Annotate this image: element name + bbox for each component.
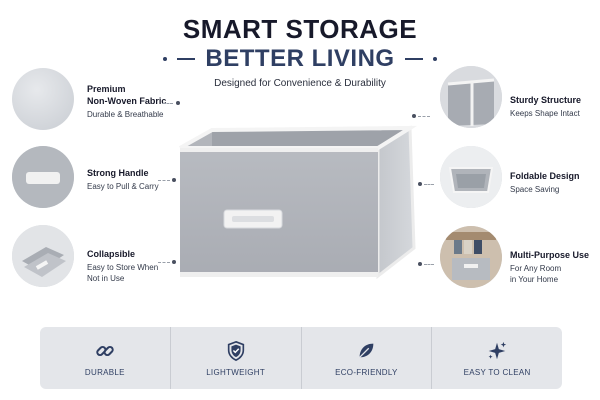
shelf-scene-icon — [440, 226, 502, 288]
fabric-texture-image — [12, 68, 74, 130]
benefit-label: LIGHTWEIGHT — [206, 367, 266, 377]
benefit-label: EASY TO CLEAN — [463, 367, 531, 377]
bin-corner-icon — [440, 66, 502, 128]
subheadline-row: BETTER LIVING — [0, 45, 600, 73]
decor-dash — [177, 58, 196, 60]
feature-title: Non-Woven Fabric — [87, 96, 167, 106]
feature-title: Strong Handle — [87, 168, 149, 178]
handle-closeup-image — [12, 146, 74, 208]
folded-bin-image — [12, 225, 74, 287]
benefit-label: DURABLE — [84, 367, 125, 377]
feature-desc: in Your Home — [510, 275, 559, 284]
decor-dash — [404, 58, 423, 60]
feature-title: Multi-Purpose Use — [510, 250, 590, 260]
feature-title: Foldable Design — [510, 171, 580, 181]
benefit-eco: ECO-FRIENDLY — [302, 327, 433, 389]
connector-dot — [172, 260, 176, 264]
connector-dot — [176, 101, 180, 105]
feature-desc: For Any Room — [510, 264, 562, 273]
feature-title: Sturdy Structure — [510, 95, 582, 105]
feature-desc: Easy to Pull & Carry — [87, 182, 159, 191]
connector-line — [158, 262, 170, 263]
feature-desc: Not in Use — [87, 274, 125, 283]
feature-desc: Easy to Store When — [87, 263, 159, 272]
benefit-label: ECO-FRIENDLY — [335, 367, 398, 377]
feature-desc: Keeps Shape Intact — [510, 109, 580, 118]
decor-dot — [163, 57, 168, 61]
feature-title: Premium — [87, 84, 126, 94]
open-bin-image — [440, 146, 502, 208]
connector-dot — [418, 182, 422, 186]
connector-line — [163, 103, 173, 104]
chain-link-icon — [96, 345, 114, 356]
bin-corner-image — [440, 66, 502, 128]
connector-line — [424, 264, 434, 265]
feature-title: Collapsible — [87, 249, 136, 259]
shield-check-icon — [227, 340, 244, 361]
tagline: Designed for Convenience & Durability — [214, 78, 386, 89]
connector-line — [418, 116, 430, 117]
connector-dot — [418, 262, 422, 266]
benefit-durable: DURABLE — [40, 327, 171, 389]
benefit-clean: EASY TO CLEAN — [432, 327, 562, 389]
room-shelf-image — [440, 226, 502, 288]
connector-dot — [172, 178, 176, 182]
decor-dot — [432, 57, 437, 61]
connector-line — [158, 180, 170, 181]
leaf-icon — [359, 343, 374, 358]
connector-line — [424, 184, 434, 185]
handle-icon — [12, 146, 74, 208]
feature-desc: Durable & Breathable — [87, 110, 164, 119]
feature-desc: Space Saving — [510, 185, 560, 194]
open-bin-icon — [440, 146, 502, 208]
headline: SMART STORAGE — [182, 14, 418, 44]
sparkle-icon — [488, 341, 507, 359]
connector-dot — [412, 114, 416, 118]
benefits-bar: DURABLE LIGHTWEIGHT ECO-FRIENDLY EASY — [40, 327, 562, 389]
storage-bin-image — [179, 125, 418, 280]
benefit-lightweight: LIGHTWEIGHT — [171, 327, 302, 389]
subheadline: BETTER LIVING — [205, 45, 395, 72]
folded-bin-icon — [12, 225, 74, 287]
